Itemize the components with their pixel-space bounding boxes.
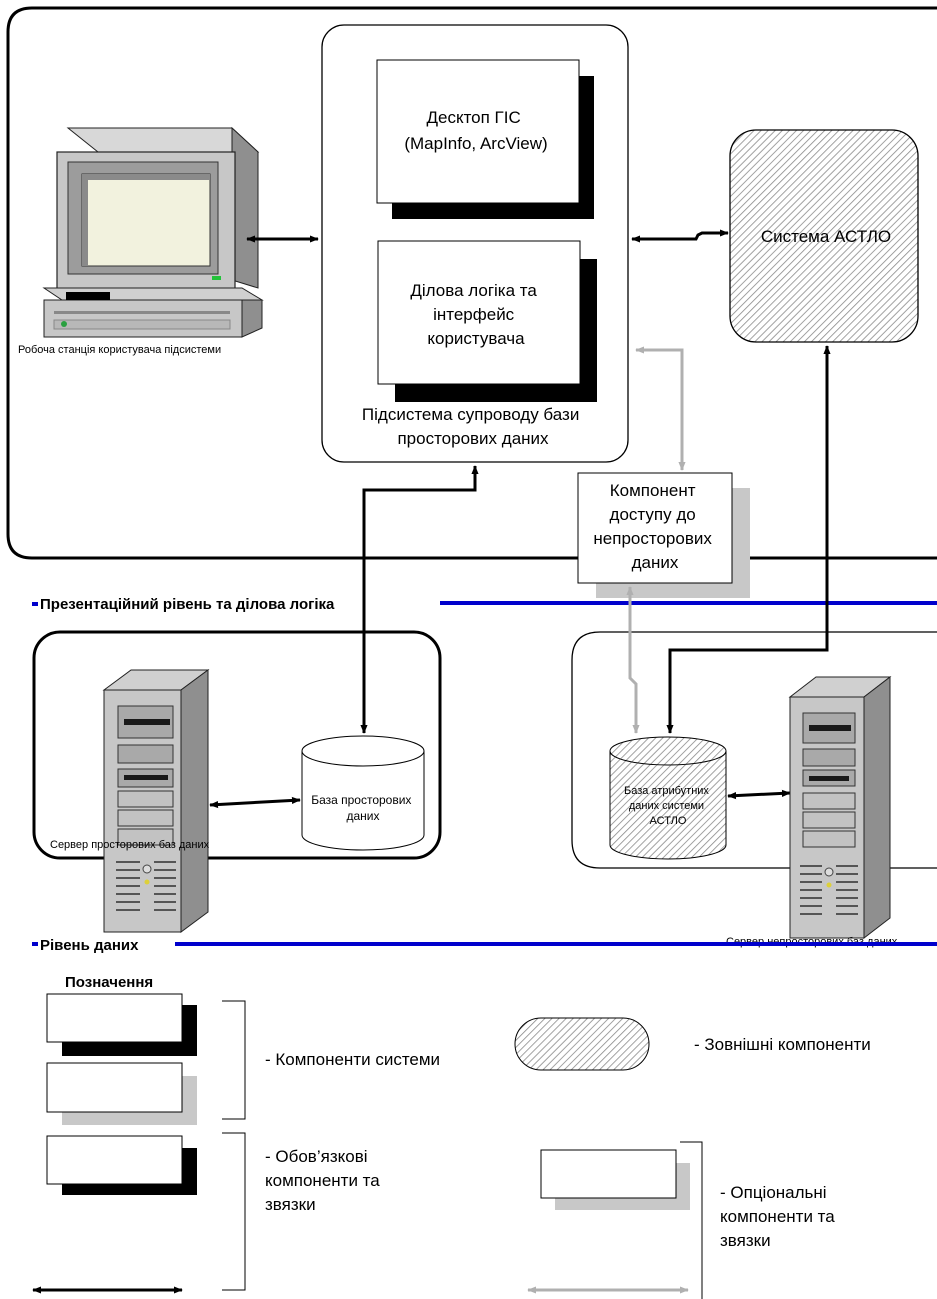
- legend-optional-label: - Опціональні компоненти та звязки: [720, 1183, 839, 1250]
- subsystem-label: Підсистема супроводу бази просторових да…: [362, 405, 584, 448]
- astlo-system-label: Система АСТЛО: [761, 227, 891, 246]
- subsystem-astlo-link: [631, 229, 729, 243]
- access-attribute-db-optional-link: [626, 586, 640, 734]
- astlo-attribute-db-link: [666, 345, 831, 734]
- spatial-db-cylinder-icon: [301, 735, 425, 851]
- legend-title: Позначення: [65, 974, 153, 991]
- subsystem-spatial-db-link: [360, 465, 479, 734]
- legend-optional-bracket: [680, 1141, 703, 1299]
- attribute-db-cylinder-icon: [609, 736, 727, 860]
- spatial-db-label: База просторових даних: [311, 793, 415, 823]
- attribute-db-label: База атрибутних даних системи АСТЛО: [624, 785, 712, 827]
- legend-external-shape: [514, 1017, 650, 1071]
- spatial-server-db-link: [209, 796, 301, 809]
- attribute-db-server-link: [727, 789, 791, 800]
- spatial-server-tower-icon: [102, 669, 210, 933]
- desktop-gis-box: [376, 59, 580, 204]
- legend-system-bracket: [222, 1000, 246, 1120]
- nonspatial-server-tower-icon: [788, 675, 892, 940]
- legend-optional-box: [540, 1149, 677, 1199]
- desktop-gis-label: Десктоп ГІС (MapInfo, ArcView): [404, 108, 547, 153]
- legend-mandatory-bracket: [222, 1132, 246, 1291]
- legend-external-components-label: - Зовнішні компоненти: [694, 1035, 871, 1054]
- spatial-server-label: Сервер просторових баз даних: [50, 839, 210, 851]
- astlo-system-box: [729, 129, 919, 343]
- business-logic-box: [377, 240, 581, 385]
- legend-system-components-label: - Компоненти системи: [265, 1050, 440, 1069]
- legend-mandatory-box: [46, 1135, 183, 1185]
- workstation-computer-icon: [42, 126, 264, 338]
- business-logic-label: Ділова логіка та інтерфейс користувача: [410, 281, 541, 348]
- subsystem-access-optional-link: [635, 346, 686, 471]
- legend-mandatory-label: - Обов’язкові компоненти та звязки: [265, 1147, 384, 1214]
- presentation-layer-label: Презентаційний рівень та ділова логіка: [40, 596, 335, 613]
- data-layer-label: Рівень даних: [40, 937, 139, 954]
- presentation-frame: [6, 6, 937, 560]
- workstation-label: Робоча станція користувача підсистеми: [18, 344, 221, 356]
- legend-system-box-grey: [46, 1062, 183, 1113]
- legend-system-box-black: [46, 993, 183, 1043]
